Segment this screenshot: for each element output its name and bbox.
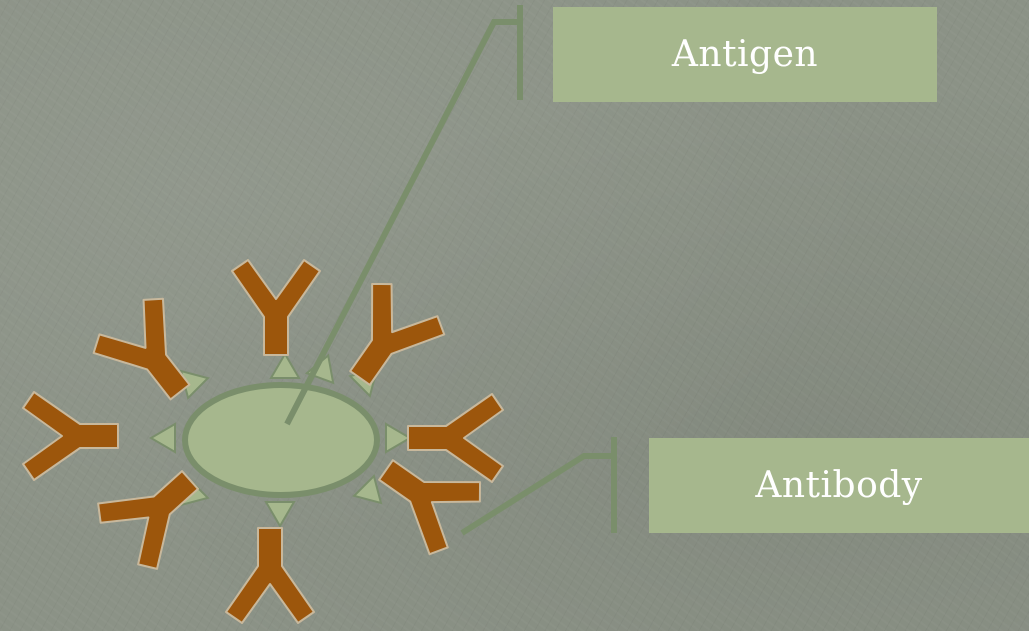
antibody [324,275,451,403]
antigen-body [185,385,377,495]
antibody [23,392,118,480]
antibody-label-text: Antibody [755,465,922,506]
antibody [408,394,503,482]
antibody-label: Antibody [649,438,1029,533]
antigen-spike [271,354,299,378]
antigen-label: Antigen [553,7,937,102]
antibody [232,260,320,355]
antibody [87,290,215,419]
antigen-spike [266,502,294,526]
antigen-label-text: Antigen [672,34,818,75]
antibody-leader-line [462,437,614,533]
antibody [226,528,314,623]
antigen-spike [151,424,175,452]
antigen-spike [386,424,410,452]
